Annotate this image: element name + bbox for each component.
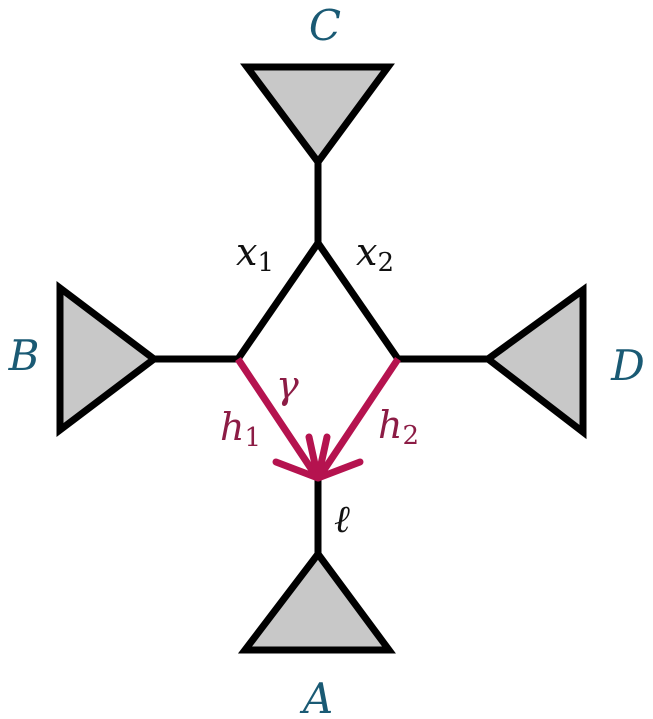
label-ell: ℓ [334,497,350,541]
label-h2: h2 [378,403,419,451]
label-b: B [8,331,40,380]
label-h1: h1 [220,405,261,453]
arrow-h2-shaft [317,357,401,478]
edge-x2-branch [315,241,401,361]
arrow-h1-shaft [235,357,319,478]
label-x2: x2 [356,230,394,278]
triangle-d [482,283,587,440]
edge-x1-branch [235,241,321,361]
label-x1: x1 [236,230,274,278]
label-c: C [309,1,341,50]
arrow-h2-head [314,433,364,482]
label-a: A [299,674,333,719]
triangle-b [56,280,160,438]
triangle-a [237,548,396,654]
label-gamma: γ [276,363,299,407]
label-d: D [610,341,645,390]
triangle-c [240,63,395,168]
